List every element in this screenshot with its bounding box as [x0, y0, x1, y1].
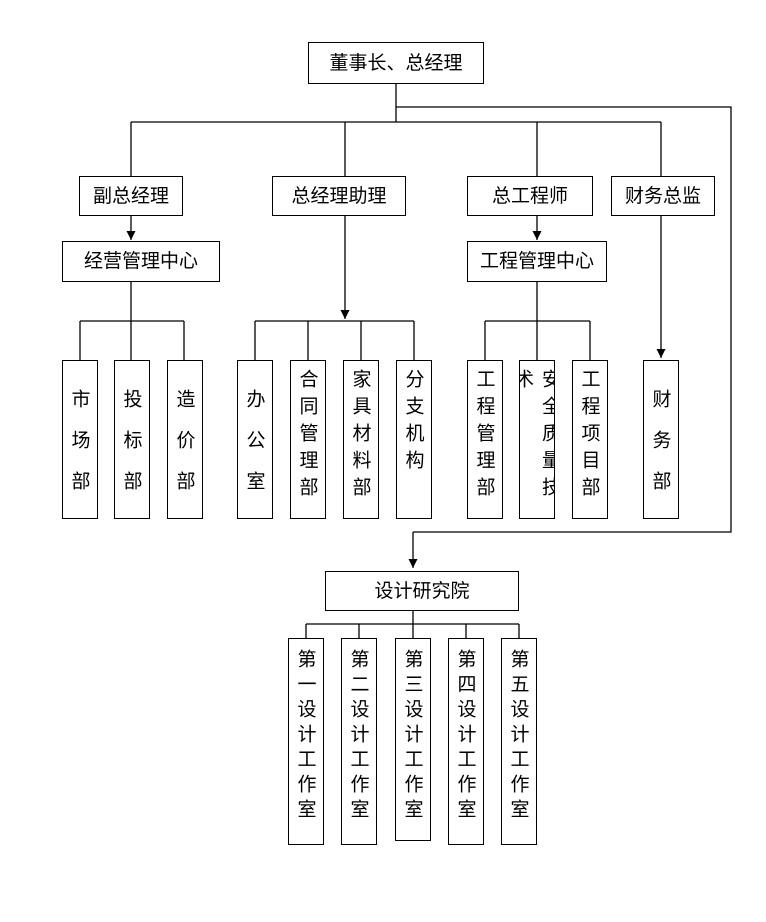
studio-5-label: 第五设计工作室	[507, 649, 530, 824]
materials-dept: 家具材料部	[343, 360, 379, 519]
branches-dept: 分支机构	[396, 360, 432, 519]
market-dept: 市场部	[62, 360, 98, 519]
finance-dept-label: 财务部	[649, 389, 672, 512]
safety-quality-dept: 安全质量技术	[519, 360, 555, 519]
studio-2: 第二设计工作室	[341, 638, 377, 845]
market-dept-label: 市场部	[68, 389, 91, 512]
finance-director-node: 财务总监	[611, 176, 715, 216]
materials-dept-label: 家具材料部	[349, 369, 372, 504]
chief-engineer-label: 总工程师	[491, 184, 568, 207]
business-center-label: 经营管理中心	[83, 250, 198, 272]
branches-dept-label: 分支机构	[402, 369, 425, 477]
studio-3-label: 第三设计工作室	[401, 649, 424, 824]
top-node: 董事长、总经理	[308, 42, 484, 84]
studio-2-label: 第二设计工作室	[347, 649, 370, 824]
safety-quality-dept-label: 安全质量技术	[519, 369, 555, 504]
engineering-center-label: 工程管理中心	[479, 250, 594, 272]
cost-dept-label: 造价部	[173, 389, 196, 512]
studio-5: 第五设计工作室	[501, 638, 537, 845]
engineering-center-node: 工程管理中心	[467, 241, 607, 282]
bidding-dept-label: 投标部	[120, 389, 143, 512]
vice-gm-node: 副总经理	[79, 176, 183, 216]
design-institute-node: 设计研究院	[325, 571, 519, 611]
studio-1: 第一设计工作室	[288, 638, 324, 845]
vice-gm-label: 副总经理	[92, 184, 169, 207]
contract-dept: 合同管理部	[290, 360, 326, 519]
gm-assistant-node: 总经理助理	[272, 176, 406, 216]
studio-4: 第四设计工作室	[448, 638, 484, 845]
project-management-dept-label: 工程管理部	[473, 369, 496, 504]
top-node-label: 董事长、总经理	[329, 51, 463, 74]
bidding-dept: 投标部	[114, 360, 150, 519]
studio-4-label: 第四设计工作室	[454, 649, 477, 824]
gm-assistant-label: 总经理助理	[291, 184, 387, 207]
chief-engineer-node: 总工程师	[467, 176, 593, 216]
project-dept: 工程项目部	[572, 360, 608, 519]
finance-director-label: 财务总监	[624, 184, 701, 207]
cost-dept: 造价部	[167, 360, 203, 519]
office-dept-label: 办公室	[243, 389, 266, 512]
business-center-node: 经营管理中心	[62, 241, 220, 282]
studio-1-label: 第一设计工作室	[294, 649, 317, 824]
design-institute-label: 设计研究院	[374, 579, 470, 602]
project-dept-label: 工程项目部	[578, 369, 601, 504]
finance-dept: 财务部	[643, 360, 679, 519]
contract-dept-label: 合同管理部	[296, 369, 319, 504]
project-management-dept: 工程管理部	[467, 360, 503, 519]
studio-3: 第三设计工作室	[395, 638, 431, 841]
office-dept: 办公室	[237, 360, 273, 519]
